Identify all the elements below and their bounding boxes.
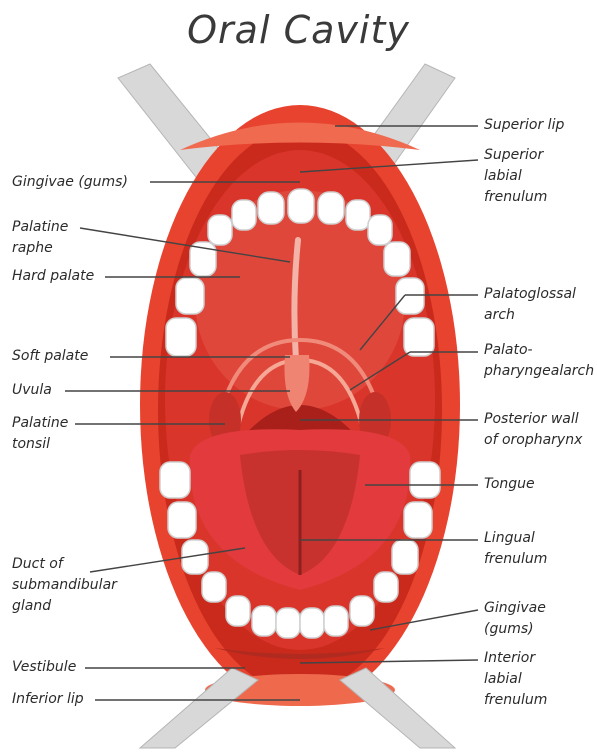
- label-gingivae-upper: Gingivae (gums): [12, 172, 128, 193]
- label-palatine-raphe: Palatine raphe: [12, 217, 68, 259]
- label-duct-submandibular-gland: Duct of submandibular gland: [12, 554, 117, 617]
- label-palatine-tonsil: Palatine tonsil: [12, 413, 68, 455]
- label-soft-palate: Soft palate: [12, 346, 88, 367]
- retractor-lower-right: [340, 668, 455, 748]
- label-palatoglossal-arch: Palatoglossal arch: [484, 284, 576, 326]
- retractor-lower-left: [140, 668, 258, 748]
- label-lingual-frenulum: Lingual frenulum: [484, 528, 547, 570]
- label-superior-lip: Superior lip: [484, 115, 564, 136]
- label-superior-labial-frenulum: Superior labial frenulum: [484, 145, 547, 208]
- label-posterior-wall-oropharynx: Posterior wall of oropharynx: [484, 409, 582, 451]
- label-inferior-lip: Inferior lip: [12, 689, 84, 710]
- label-uvula: Uvula: [12, 380, 52, 401]
- label-gingivae-lower: Gingivae (gums): [484, 598, 546, 640]
- label-tongue: Tongue: [484, 474, 535, 495]
- label-vestibule: Vestibule: [12, 657, 76, 678]
- label-inferior-labial-frenulum: Interior labial frenulum: [484, 648, 547, 711]
- label-hard-palate: Hard palate: [12, 266, 94, 287]
- label-palatopharyngeal-arch: Palato- pharyngealarch: [484, 340, 594, 382]
